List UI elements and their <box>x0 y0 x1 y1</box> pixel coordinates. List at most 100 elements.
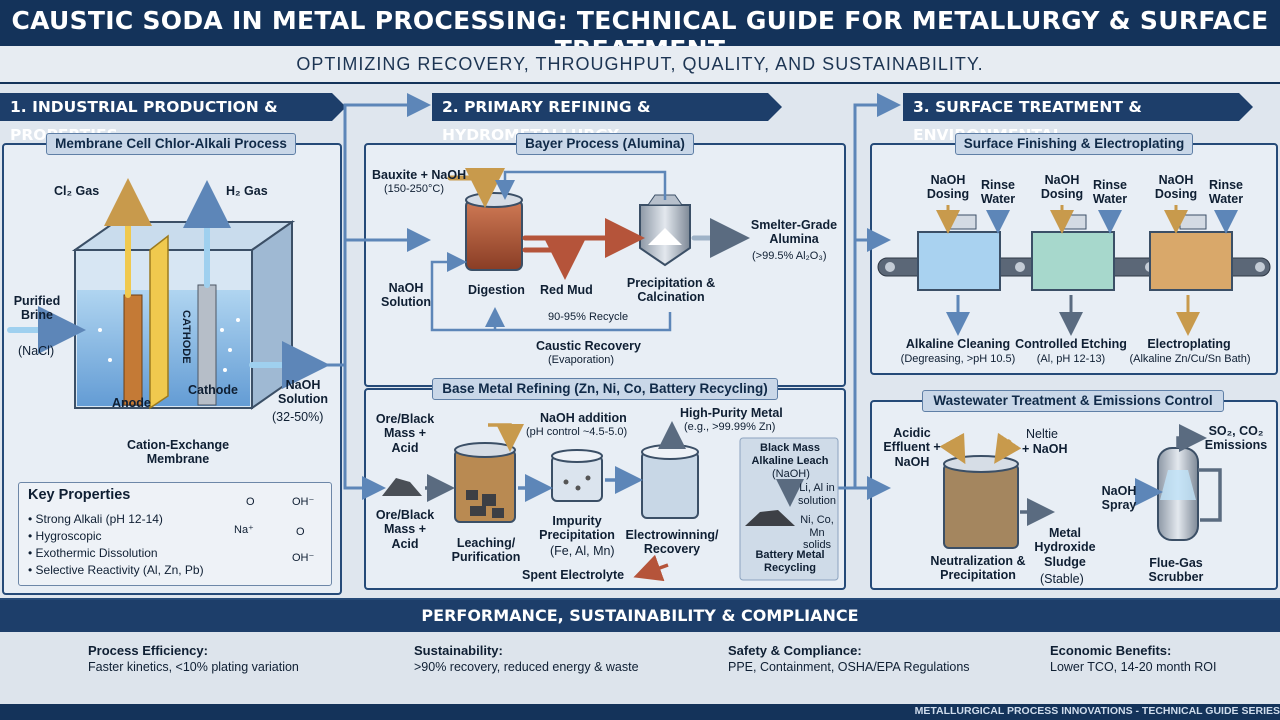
plating-detail: (Alkaline Zn/Cu/Sn Bath) <box>1129 353 1251 365</box>
electrowinning-tank <box>641 444 699 519</box>
red-mud-label: Red Mud <box>540 283 593 297</box>
surface-subtitle: Surface Finishing & Electroplating <box>955 133 1193 155</box>
membrane-subtitle: Membrane Cell Chlor-Alkali Process <box>46 133 296 155</box>
perf-text-sustainability: >90% recovery, reduced energy & waste <box>414 660 639 674</box>
digestion-label: Digestion <box>468 283 525 297</box>
page-title: CAUSTIC SODA IN METAL PROCESSING: TECHNI… <box>11 6 1269 64</box>
neutralization-label: Neutralization & Precipitation <box>930 554 1026 583</box>
plus-naoh-label: + NaOH <box>1022 442 1068 456</box>
key-properties-title: Key Properties <box>28 487 131 503</box>
etching-detail: (Al, pH 12-13) <box>1036 353 1106 365</box>
sludge-label: Metal Hydroxide Sludge <box>1034 526 1096 569</box>
evaporation-label: (Evaporation) <box>548 354 615 366</box>
so2-emissions-label: SO₂, CO₂ Emissions <box>1204 424 1268 453</box>
rinse-label-1: Rinse Water <box>980 178 1016 207</box>
li-al-label: Li, Al in solution <box>798 482 836 507</box>
acidic-effluent-label: Acidic Effluent + NaOH <box>883 426 941 469</box>
electrowinning-label: Electrowinning/ Recovery <box>625 528 719 557</box>
leaching-label: Leaching/ Purification <box>451 536 521 565</box>
base-metal-subtitle: Base Metal Refining (Zn, Ni, Co, Battery… <box>432 378 778 400</box>
impurity-metals: (Fe, Al, Mn) <box>550 544 615 558</box>
key-properties-box <box>18 482 332 586</box>
cleaning-label: Alkaline Cleaning <box>905 337 1011 351</box>
battery-recycling-label: Battery Metal Recycling <box>755 549 825 574</box>
cl2-label: Cl₂ Gas <box>54 184 100 198</box>
key-property-item: • Strong Alkali (pH 12-14) <box>28 512 163 526</box>
neltie-label: Neltie <box>1026 427 1058 441</box>
impurity-label: Impurity Precipitation <box>539 514 615 543</box>
cleaning-detail: (Degreasing, >pH 10.5) <box>900 353 1016 365</box>
high-purity-label: High-Purity Metal <box>680 406 783 420</box>
dosing-label-2: NaOH Dosing <box>1040 173 1084 202</box>
key-property-item: • Selective Reactivity (Al, Zn, Pb) <box>28 563 204 577</box>
naoh-spray-label: NaOH Spray <box>1101 484 1137 513</box>
black-mass-naoh: (NaOH) <box>772 468 810 480</box>
anode-label: Anode <box>112 396 151 410</box>
molecule-oh-top: OH⁻ <box>292 496 315 508</box>
h2-label: H₂ Gas <box>226 184 268 198</box>
perf-heading-economic: Economic Benefits: <box>1050 643 1172 658</box>
cathode-label: Cathode <box>188 383 238 397</box>
alumina-purity: (>99.5% Al₂O₃) <box>752 250 827 262</box>
perf-text-efficiency: Faster kinetics, <10% plating variation <box>88 660 299 674</box>
plating-tank <box>1149 214 1233 291</box>
perf-heading-safety: Safety & Compliance: <box>728 643 862 658</box>
molecule-o-left: O <box>246 496 255 508</box>
subtitle-band <box>0 46 1280 82</box>
etching-tank <box>1031 214 1115 291</box>
molecule-na: Na⁺ <box>234 524 254 536</box>
precipitation-vessel <box>639 194 691 267</box>
ni-co-label: Ni, Co, Mn solids <box>800 514 834 552</box>
bauxite-label: Bauxite + NaOH <box>372 168 467 182</box>
footer-bar <box>0 704 1280 720</box>
sludge-stable: (Stable) <box>1040 572 1084 586</box>
rinse-label-2: Rinse Water <box>1092 178 1128 207</box>
dosing-label-3: NaOH Dosing <box>1154 173 1198 202</box>
naoh-conc-label: (32-50%) <box>272 410 324 424</box>
smelter-grade-label: Smelter-Grade Alumina <box>750 218 838 247</box>
page-subtitle: OPTIMIZING RECOVERY, THROUGHPUT, QUALITY… <box>296 54 984 74</box>
precipitation-label: Precipitation & Calcination <box>626 276 716 305</box>
neutralization-tank <box>943 455 1019 549</box>
brine-label: Purified Brine <box>13 294 61 323</box>
scrubber-tower <box>1157 447 1199 541</box>
performance-title-bar <box>0 600 1280 632</box>
rinse-label-3: Rinse Water <box>1208 178 1244 207</box>
ph-control-label: (pH control ~4.5-5.0) <box>526 426 628 438</box>
performance-title: PERFORMANCE, SUSTAINABILITY & COMPLIANCE <box>421 606 859 625</box>
molecule-oh-bottom: OH⁻ <box>292 552 315 564</box>
recycle-label: 90-95% Recycle <box>548 311 629 323</box>
key-property-item: • Hygroscopic <box>28 529 102 543</box>
wastewater-subtitle: Wastewater Treatment & Emissions Control <box>922 390 1224 412</box>
scrubber-label: Flue-Gas Scrubber <box>1148 556 1204 585</box>
naoh-output-label: NaOH Solution <box>278 378 328 407</box>
plating-label: Electroplating <box>1147 337 1231 351</box>
cathode-plate-label: CATHODE <box>180 310 192 364</box>
caustic-recovery-label: Caustic Recovery <box>536 339 641 353</box>
naoh-addition-label: NaOH addition <box>540 411 627 425</box>
leaching-tank <box>454 442 516 523</box>
nacl-label: (NaCl) <box>18 344 55 358</box>
digestion-temp: (150-250°C) <box>384 183 445 195</box>
section-tab-surface: 3. SURFACE TREATMENT & ENVIRONMENTAL <box>903 93 1253 144</box>
high-purity-value: (e.g., >99.99% Zn) <box>684 421 776 433</box>
ore-bottom-label: Ore/Black Mass + Acid <box>375 508 435 551</box>
digestion-vessel <box>465 192 523 271</box>
cleaning-tank <box>917 214 1001 291</box>
perf-text-safety: PPE, Containment, OSHA/EPA Regulations <box>728 660 970 674</box>
perf-heading-sustainability: Sustainability: <box>414 643 503 658</box>
black-mass-label: Black Mass Alkaline Leach <box>751 442 829 467</box>
membrane-label: Cation-Exchange Membrane <box>126 438 230 467</box>
impurity-tank <box>551 449 603 502</box>
naoh-solution-label: NaOH Solution <box>381 281 431 310</box>
ore-top-label: Ore/Black Mass + Acid <box>375 412 435 455</box>
ore-pile <box>382 478 422 496</box>
bayer-subtitle: Bayer Process (Alumina) <box>516 133 694 155</box>
dosing-label-1: NaOH Dosing <box>926 173 970 202</box>
perf-text-economic: Lower TCO, 14-20 month ROI <box>1050 660 1217 674</box>
key-property-item: • Exothermic Dissolution <box>28 546 158 560</box>
black-mass-box <box>739 437 839 581</box>
spent-electrolyte-label: Spent Electrolyte <box>522 568 625 582</box>
perf-heading-efficiency: Process Efficiency: <box>88 643 208 658</box>
